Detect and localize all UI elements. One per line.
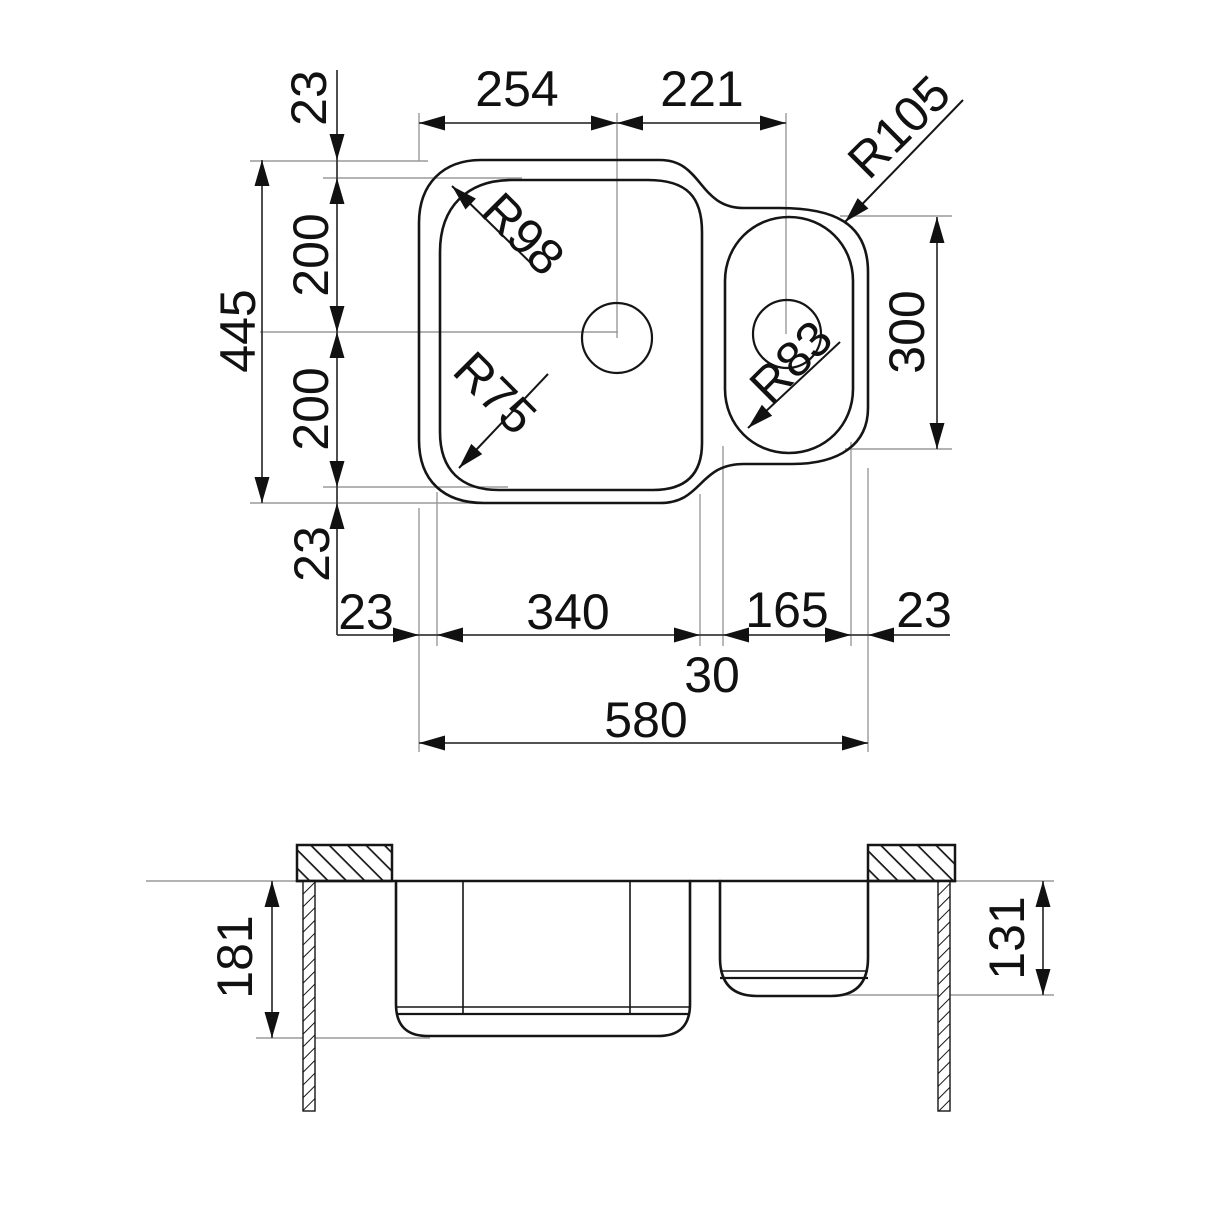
dim-width-left: 254 bbox=[475, 61, 558, 117]
countertop-block-right bbox=[866, 843, 957, 883]
main-drain-hole bbox=[580, 301, 654, 375]
dim-left-rim: 23 bbox=[338, 584, 394, 640]
dim-radius-main-bottom: R75 bbox=[443, 341, 547, 445]
dim-radius-main-top: R98 bbox=[471, 182, 575, 286]
dim-small-width: 165 bbox=[745, 582, 828, 638]
small-bowl-section bbox=[718, 879, 870, 998]
dim-height-lower: 200 bbox=[283, 367, 339, 450]
dim-radius-outer: R105 bbox=[837, 65, 961, 189]
dim-overall-width: 580 bbox=[604, 692, 687, 748]
dim-height-overall: 445 bbox=[210, 289, 266, 372]
small-bowl-outline bbox=[723, 215, 855, 455]
dim-divider: 30 bbox=[684, 647, 740, 703]
fastening-strip-left bbox=[302, 880, 316, 1112]
dimension-arrowheads bbox=[254, 115, 945, 751]
fastening-strip-right bbox=[937, 880, 951, 1112]
dim-right-rim: 23 bbox=[896, 582, 952, 638]
plan-view: 23 254 221 R105 445 200 200 23 R98 R75 R… bbox=[210, 61, 964, 752]
extension-lines bbox=[250, 113, 952, 752]
sink-outer-outline bbox=[417, 158, 870, 505]
small-drain-hole bbox=[751, 298, 823, 370]
section-view: 181 131 bbox=[146, 843, 1054, 1112]
dim-width-right: 221 bbox=[660, 61, 743, 117]
dim-small-depth: 131 bbox=[979, 896, 1035, 979]
dim-small-bowl-height: 300 bbox=[879, 290, 935, 373]
dim-top-rim: 23 bbox=[281, 70, 337, 126]
dimension-lines bbox=[261, 70, 950, 744]
dim-height-upper: 200 bbox=[283, 213, 339, 296]
dim-main-depth: 181 bbox=[207, 915, 263, 998]
dim-main-width: 340 bbox=[526, 584, 609, 640]
section-arrowheads bbox=[264, 881, 1051, 1038]
dim-bottom-rim-vertical: 23 bbox=[284, 526, 340, 582]
main-bowl-section bbox=[394, 879, 692, 1038]
countertop-block-left bbox=[295, 843, 394, 883]
main-bowl-outline bbox=[438, 178, 704, 492]
